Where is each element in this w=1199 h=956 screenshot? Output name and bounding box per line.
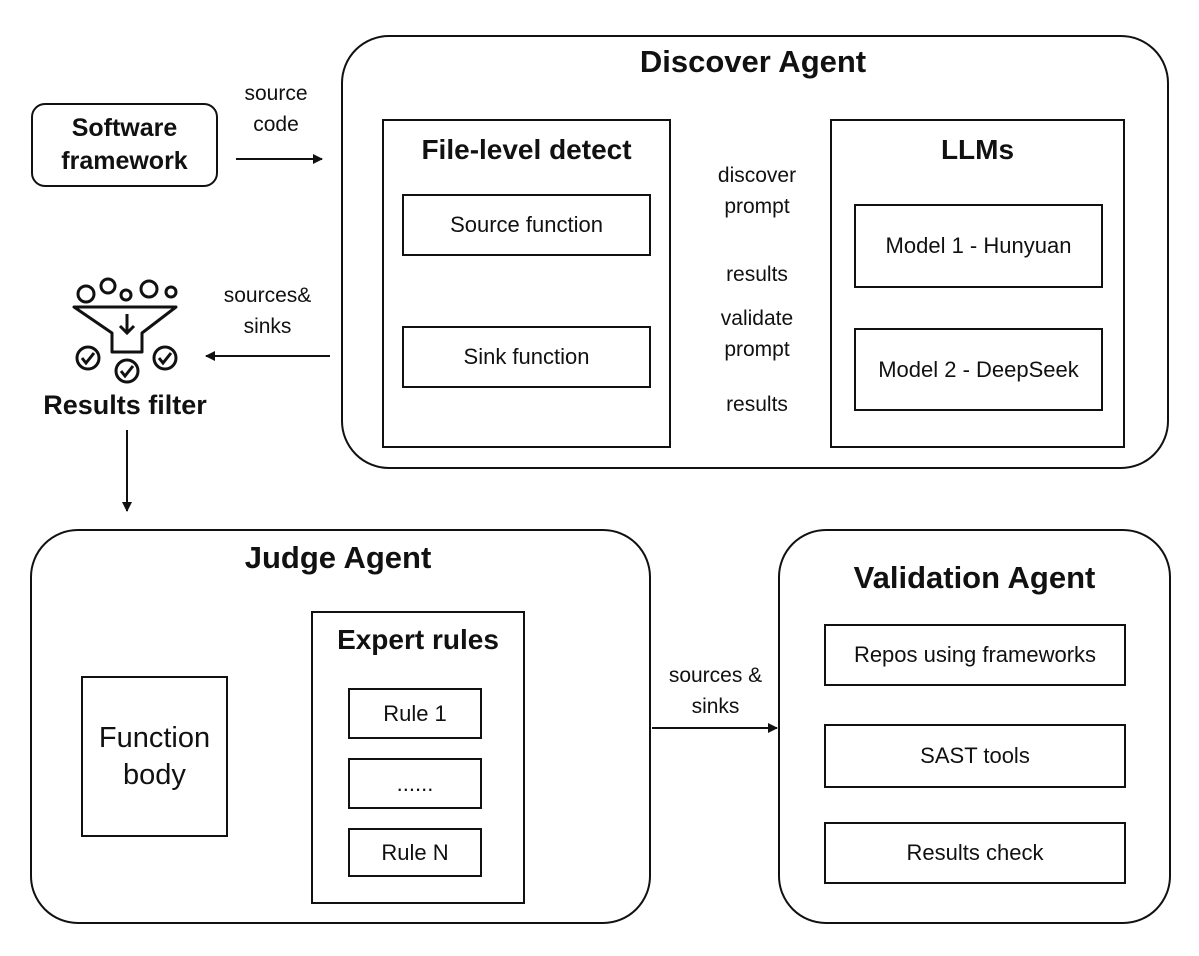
edge-label-source-code-line1: source: [244, 82, 308, 105]
edge-label-sources-sinks-top-line1: sources&: [223, 284, 312, 307]
sast-tools-box: SAST tools: [824, 724, 1126, 788]
file-level-detect-box: [382, 119, 671, 448]
rule-ellipsis-box: ......: [348, 758, 482, 809]
edge-label-source-code: source code: [226, 78, 326, 140]
edge-label-results-2: results: [726, 393, 788, 416]
software-framework-line2: framework: [61, 147, 188, 175]
llms-title: LLMs: [940, 134, 1015, 165]
judge-agent-title: Judge Agent: [244, 540, 432, 575]
source-function-box: Source function: [402, 194, 651, 256]
model-2-box: Model 2 - DeepSeek: [854, 328, 1103, 411]
edge-label-results-1: results: [726, 263, 788, 286]
edge-label-source-code-line2: code: [253, 113, 299, 136]
check-circle-icons: [75, 345, 178, 384]
edge-label-discover-line1: discover: [717, 164, 797, 187]
results-check-box: Results check: [824, 822, 1126, 884]
file-level-detect-title: File-level detect: [421, 134, 632, 165]
edge-label-sources-sinks-bottom-line2: sinks: [691, 695, 740, 718]
funnel-icon: [72, 277, 178, 354]
function-body-box: Function body: [81, 676, 228, 837]
edge-label-validate-line1: validate: [720, 307, 794, 330]
edge-label-validate-line2: prompt: [724, 338, 790, 361]
function-body-line2: body: [123, 758, 186, 791]
software-framework-box: Software framework: [31, 103, 218, 187]
edge-label-sources-sinks-top-line2: sinks: [243, 315, 292, 338]
edge-label-sources-sinks-bottom-line1: sources &: [668, 664, 763, 687]
edge-label-discover-prompt: discover prompt: [692, 160, 822, 222]
repos-using-frameworks-box: Repos using frameworks: [824, 624, 1126, 686]
edge-label-sources-sinks-top: sources& sinks: [200, 280, 335, 342]
sink-function-box: Sink function: [402, 326, 651, 388]
function-body-line1: Function: [98, 721, 211, 754]
results-filter-label: Results filter: [43, 390, 207, 420]
discover-agent-title: Discover Agent: [639, 44, 867, 79]
edge-label-discover-line2: prompt: [724, 195, 790, 218]
rule-n-box: Rule N: [348, 828, 482, 877]
validation-agent-title: Validation Agent: [853, 560, 1096, 595]
model-1-box: Model 1 - Hunyuan: [854, 204, 1103, 288]
edge-label-sources-sinks-bottom: sources & sinks: [648, 660, 783, 722]
rule-1-box: Rule 1: [348, 688, 482, 739]
edge-label-validate-prompt: validate prompt: [692, 303, 822, 365]
software-framework-line1: Software: [71, 114, 178, 142]
expert-rules-title: Expert rules: [337, 624, 499, 655]
